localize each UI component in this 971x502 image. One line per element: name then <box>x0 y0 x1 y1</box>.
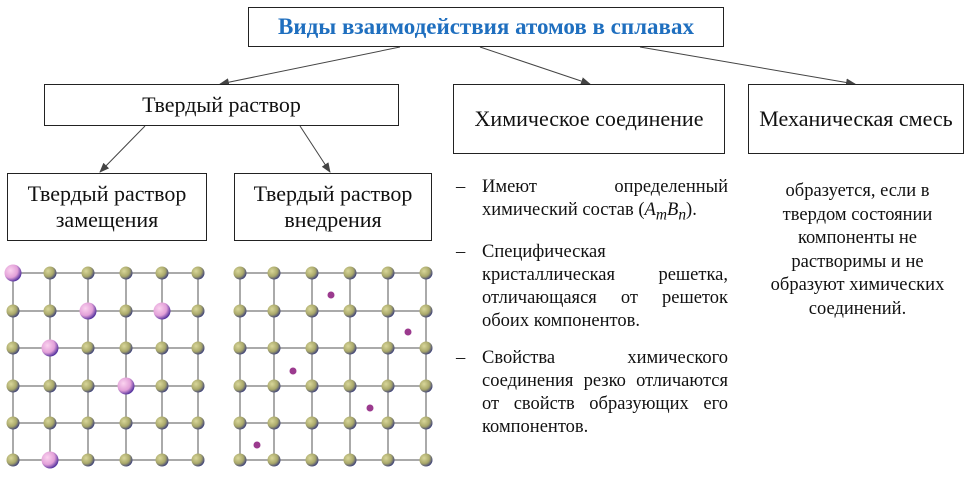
arrow-to-mechanical-mixture <box>639 46 856 87</box>
host-atom <box>305 416 319 430</box>
host-atom <box>419 379 433 393</box>
host-atom <box>419 416 433 430</box>
host-atom <box>419 266 433 280</box>
host-atom <box>419 453 433 467</box>
host-atom <box>343 453 357 467</box>
host-atom <box>191 266 205 280</box>
host-atom <box>381 341 395 355</box>
property-item: –Специфическая кристаллическая решетка, … <box>456 241 728 331</box>
host-atom <box>381 304 395 318</box>
interstitial-solution-box: Твердый раствор внедрения <box>234 173 432 241</box>
host-atom <box>343 304 357 318</box>
host-atom <box>43 266 57 280</box>
host-atom <box>81 266 95 280</box>
solute-atom <box>153 302 171 320</box>
solute-atom <box>117 377 135 395</box>
host-atom <box>191 304 205 318</box>
host-atom <box>233 453 247 467</box>
host-atom <box>6 379 20 393</box>
chemical-compound-properties: –Имеют определенный химический состав (A… <box>456 176 728 453</box>
diagram-title: Виды взаимодействия атомов в сплавах <box>248 7 724 47</box>
arrow-to-interstitial <box>299 125 331 173</box>
host-atom <box>155 341 169 355</box>
mechanical-mixture-description: образуется, если в твердом состоянии ком… <box>770 181 945 319</box>
host-atom <box>419 341 433 355</box>
interstitial-atom <box>327 291 335 299</box>
host-atom <box>305 304 319 318</box>
host-atom <box>381 379 395 393</box>
host-atom <box>43 304 57 318</box>
host-atom <box>267 341 281 355</box>
host-atom <box>233 304 247 318</box>
host-atom <box>305 341 319 355</box>
host-atom <box>155 416 169 430</box>
host-atom <box>343 416 357 430</box>
arrow-to-substitution <box>99 125 146 173</box>
solute-atom <box>41 451 59 469</box>
interstitial-atom <box>289 367 297 375</box>
chemical-compound-box: Химическое соединение <box>453 84 725 154</box>
host-atom <box>305 453 319 467</box>
host-atom <box>81 379 95 393</box>
host-atom <box>155 379 169 393</box>
interstitial-lattice <box>233 266 433 467</box>
substitution-lattice <box>4 264 205 469</box>
host-atom <box>191 379 205 393</box>
host-atom <box>155 266 169 280</box>
solute-atom <box>79 302 97 320</box>
arrow-to-chemical-compound <box>479 46 591 85</box>
host-atom <box>267 266 281 280</box>
host-atom <box>381 453 395 467</box>
substitution-solution-box: Твердый раствор замещения <box>7 173 207 241</box>
interstitial-atom <box>404 328 412 336</box>
host-atom <box>267 453 281 467</box>
host-atom <box>343 379 357 393</box>
host-atom <box>119 416 133 430</box>
property-item: –Свойства химического соединения резко о… <box>456 347 728 437</box>
host-atom <box>233 379 247 393</box>
host-atom <box>419 304 433 318</box>
host-atom <box>6 341 20 355</box>
host-atom <box>6 453 20 467</box>
host-atom <box>381 266 395 280</box>
host-atom <box>119 453 133 467</box>
host-atom <box>233 416 247 430</box>
interstitial-atom <box>253 441 261 449</box>
host-atom <box>305 266 319 280</box>
host-atom <box>81 341 95 355</box>
host-atom <box>119 304 133 318</box>
host-atom <box>119 266 133 280</box>
host-atom <box>191 341 205 355</box>
host-atom <box>191 416 205 430</box>
host-atom <box>43 379 57 393</box>
host-atom <box>233 266 247 280</box>
host-atom <box>191 453 205 467</box>
solute-atom <box>41 339 59 357</box>
host-atom <box>81 453 95 467</box>
host-atom <box>381 416 395 430</box>
solute-atom <box>4 264 22 282</box>
host-atom <box>155 453 169 467</box>
property-item: –Имеют определенный химический состав (A… <box>456 177 728 224</box>
host-atom <box>267 304 281 318</box>
host-atom <box>343 341 357 355</box>
interstitial-atom <box>366 404 374 412</box>
host-atom <box>233 341 247 355</box>
arrow-to-solid-solution <box>219 46 401 87</box>
host-atom <box>305 379 319 393</box>
host-atom <box>81 416 95 430</box>
host-atom <box>6 304 20 318</box>
host-atom <box>267 416 281 430</box>
host-atom <box>343 266 357 280</box>
host-atom <box>6 416 20 430</box>
solid-solution-box: Твердый раствор <box>44 84 399 126</box>
host-atom <box>267 379 281 393</box>
mechanical-mixture-box: Механическая смесь <box>748 84 964 154</box>
host-atom <box>119 341 133 355</box>
host-atom <box>43 416 57 430</box>
